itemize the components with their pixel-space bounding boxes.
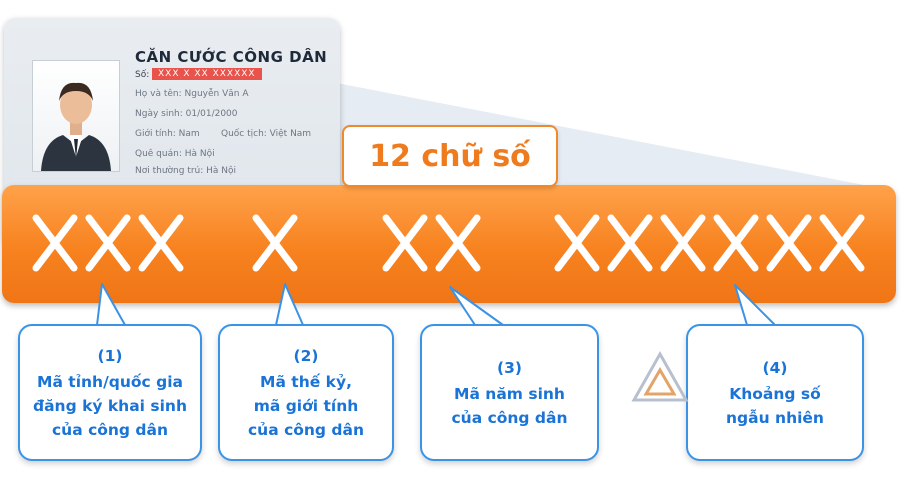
id-number-bar [2, 185, 896, 303]
callout-3: (3) Mã năm sinh của công dân [420, 324, 599, 461]
callout-2-number: (2) [293, 346, 319, 365]
digit-x-mark [607, 214, 653, 272]
digit-x-mark [32, 214, 78, 272]
digit-x-mark [435, 214, 481, 272]
digit-x-mark [819, 214, 865, 272]
callout-1: (1) Mã tỉnh/quốc gia đăng ký khai sinh c… [18, 324, 202, 461]
card-gender-line: Giới tính: Nam [135, 129, 200, 139]
digit-x-mark [382, 214, 428, 272]
digit-x-mark [252, 214, 298, 272]
digit-group-3 [380, 212, 486, 274]
callout-1-line-2: đăng ký khai sinh [32, 396, 187, 415]
callout-4-line-1: Khoảng số [729, 384, 821, 403]
digit-x-mark [660, 214, 706, 272]
card-dob-line: Ngày sinh: 01/01/2000 [135, 109, 238, 119]
card-residence-line: Nơi thường trú: Hà Nội [135, 166, 237, 176]
card-hometown-line: Quê quán: Hà Nội [135, 149, 215, 159]
callout-2-line-3: của công dân [247, 420, 365, 439]
digit-x-mark [138, 214, 184, 272]
callout-1-line-3: của công dân [51, 420, 169, 439]
digit-x-mark [554, 214, 600, 272]
id-number-value: XXX X XX XXXXXX [152, 68, 262, 80]
card-nationality-line: Quốc tịch: Việt Nam [221, 129, 312, 139]
digits-count-label: 12 chữ số [342, 125, 558, 187]
digit-group-1 [30, 212, 189, 274]
id-number-label: Số: [135, 70, 150, 80]
person-photo [32, 60, 120, 172]
digit-group-2 [250, 212, 303, 274]
watermark-logo-icon [631, 350, 689, 402]
callout-4-line-2: ngẫu nhiên [726, 408, 824, 427]
callout-4: (4) Khoảng số ngẫu nhiên [686, 324, 864, 461]
callout-3-number: (3) [497, 358, 522, 377]
digit-x-mark [85, 214, 131, 272]
card-title: CĂN CƯỚC CÔNG DÂN [135, 48, 328, 66]
callout-2-line-2: mã giới tính [253, 396, 359, 415]
callout-4-number: (4) [762, 358, 788, 377]
digit-x-mark [766, 214, 812, 272]
card-name-line: Họ và tên: Nguyễn Văn A [135, 89, 249, 99]
callout-1-line-1: Mã tỉnh/quốc gia [37, 372, 183, 391]
callout-2: (2) Mã thế kỷ, mã giới tính của công dân [218, 324, 394, 461]
callout-1-number: (1) [97, 346, 123, 365]
digit-group-4 [552, 212, 870, 274]
digit-x-mark [713, 214, 759, 272]
callout-2-line-1: Mã thế kỷ, [260, 372, 352, 391]
callout-3-line-1: Mã năm sinh [454, 384, 565, 403]
callout-3-line-2: của công dân [451, 408, 568, 427]
